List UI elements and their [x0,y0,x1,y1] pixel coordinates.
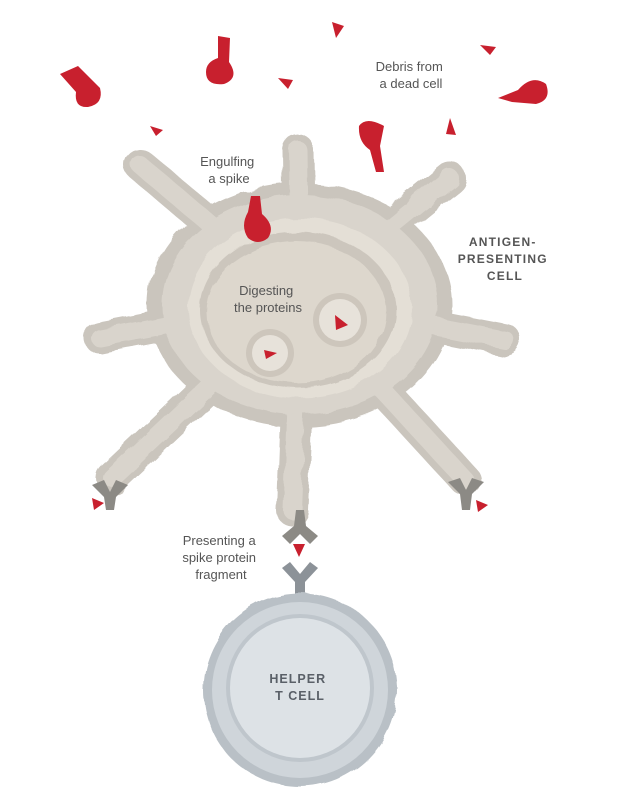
antigen-presenting-cell [100,150,505,510]
spike-debris [60,22,548,242]
presenting-label: Presenting a spike protein fragment [182,533,259,582]
digestion-vesicle-left [246,329,294,377]
digesting-label: Digesting the proteins [234,283,302,315]
spike-protein-engulfed [244,196,271,242]
protein-fragment [476,500,488,512]
engulfing-label: Engulfing a spike [200,154,258,186]
receptor-bottom [282,510,318,544]
spike-fragment [278,78,293,89]
t-cell-receptor [282,562,318,600]
spike-fragment [480,45,496,55]
protein-fragment [264,350,277,359]
spike-protein [60,66,101,108]
spike-protein [206,36,234,85]
helper-t-cell-label: HELPER T CELL [269,672,330,703]
protein-fragment [92,498,104,510]
spike-fragment [332,22,344,38]
spike-protein [358,121,384,172]
debris-label: Debris from a dead cell [376,59,447,91]
presented-spike-fragment [293,544,305,557]
receptor-left [92,480,128,510]
receptor-right [448,478,484,510]
spike-fragment [446,118,456,135]
spike-protein [498,80,548,104]
helper-t-cell [203,593,397,787]
digestion-vesicle-right [313,293,367,347]
antigen-presenting-cell-label: ANTIGEN- PRESENTING CELL [458,235,553,283]
spike-fragment [150,126,163,136]
protein-fragment [335,315,348,330]
